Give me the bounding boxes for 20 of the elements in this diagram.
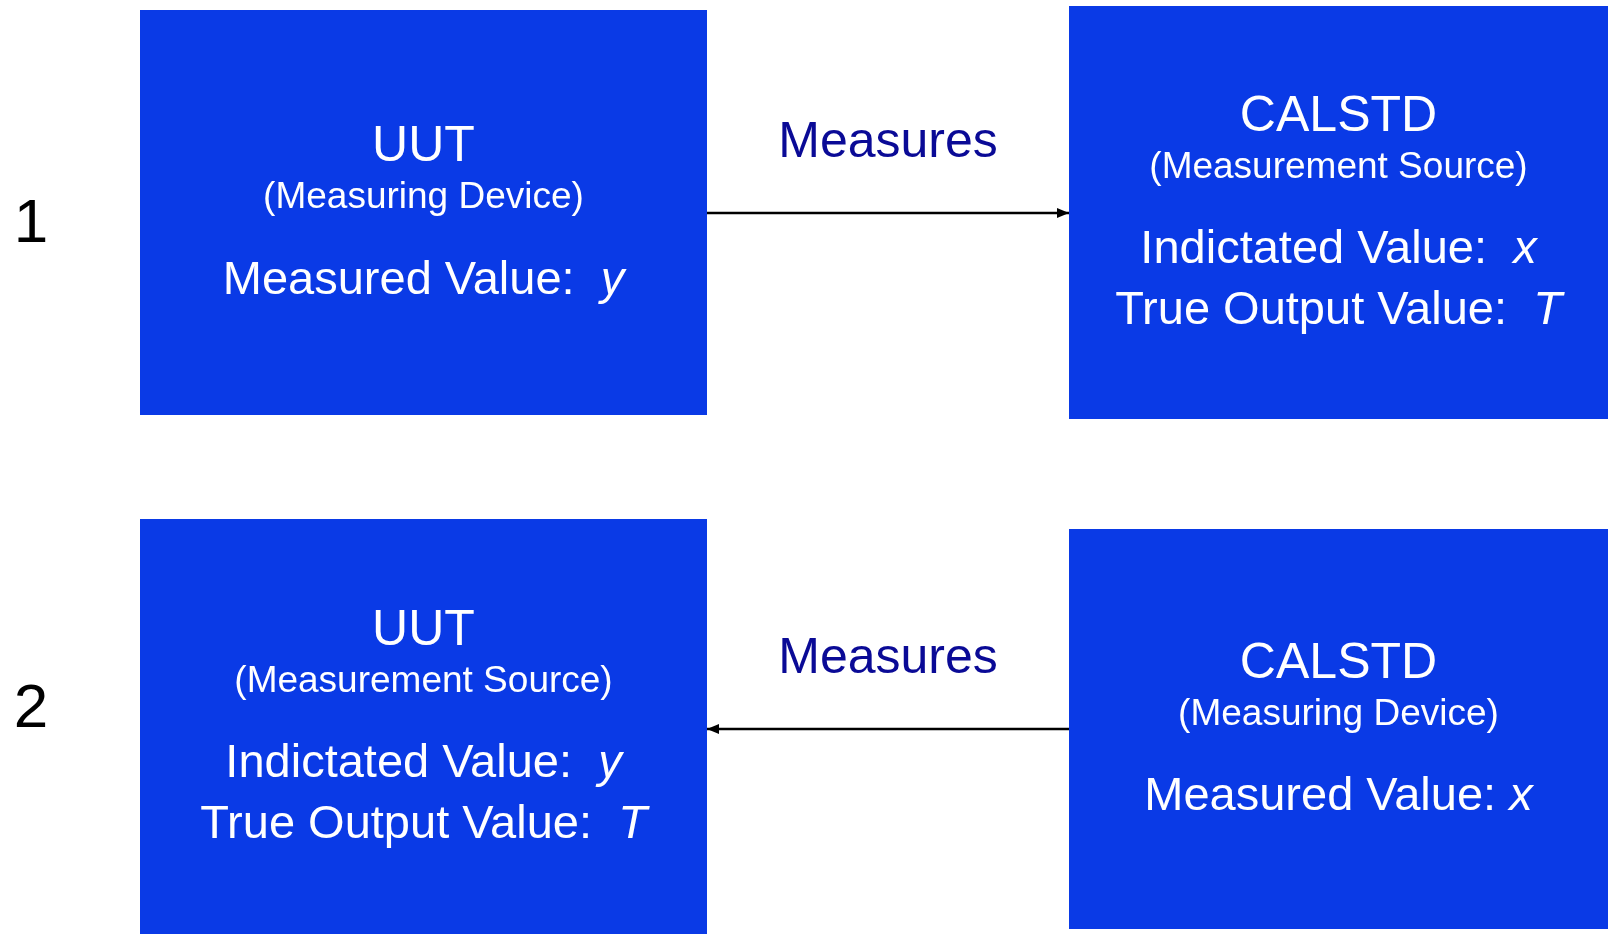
box-subtitle: (Measuring Device) — [263, 174, 584, 219]
box-title: CALSTD — [1239, 86, 1438, 142]
value-text: Indictated Value: y — [225, 732, 622, 789]
row-number: 2 — [13, 669, 49, 741]
process-box — [140, 519, 707, 934]
box-title: UUT — [372, 600, 475, 656]
process-box — [1069, 6, 1608, 419]
value-text: Measured Value: x — [1144, 766, 1533, 822]
row-number: 1 — [13, 184, 49, 256]
arrow — [707, 724, 1069, 734]
process-box — [140, 10, 707, 415]
box-title: CALSTD — [1239, 633, 1438, 689]
box-subtitle: (Measuring Device) — [1178, 690, 1499, 735]
value-text: Indictated Value: x — [1140, 218, 1537, 275]
process-box — [1069, 529, 1608, 929]
box-subtitle: (Measurement Source) — [234, 657, 613, 702]
value-text: Measured Value: y — [222, 249, 625, 306]
box-title: UUT — [372, 117, 475, 173]
arrow — [707, 208, 1069, 218]
box-subtitle: (Measurement Source) — [1149, 143, 1528, 188]
